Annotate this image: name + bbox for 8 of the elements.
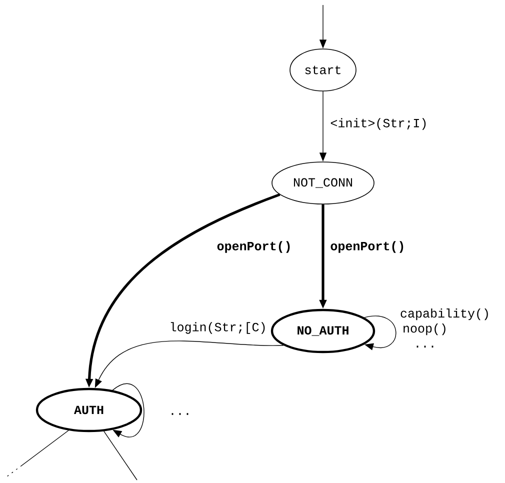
edge-label: ... [168,412,192,416]
edge-label: openPort() [329,240,406,254]
edge-label: <init>(Str;I) [329,117,429,131]
edge-label: capability() noop() ... [399,307,488,349]
edge-label: openPort() [216,240,293,254]
arrow [112,384,144,438]
arrow [364,316,396,350]
edge-label: login(Str;[C) [168,321,268,335]
